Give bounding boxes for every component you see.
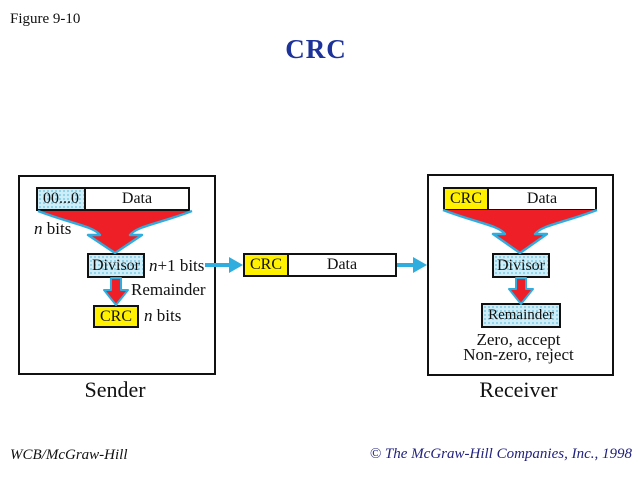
receiver-divisor-box: Divisor [492, 253, 550, 278]
var-n: n [144, 306, 153, 325]
frame-crc-cell: CRC [245, 255, 289, 275]
receiver-remainder-box: Remainder [481, 303, 561, 328]
n-plus-1-rest: +1 bits [157, 256, 205, 275]
footer-copyright: © The McGraw-Hill Companies, Inc., 1998 [369, 446, 632, 462]
sender-n-bits-label: n bits [34, 219, 72, 239]
var-n: n [34, 219, 43, 238]
receiver-bitstring-box: CRC Data [443, 187, 597, 211]
n-bits-rest: bits [152, 306, 182, 325]
frame-data-cell: Data [289, 255, 395, 275]
sender-crc-box: CRC [93, 305, 139, 328]
receiver-data-cell: Data [489, 189, 595, 209]
sender-crc-n-bits-label: n bits [144, 306, 182, 326]
var-n: n [149, 256, 158, 275]
frame-box: CRC Data [243, 253, 397, 277]
sender-n-plus-1-bits-label: n+1 bits [149, 256, 205, 276]
zero-accept-label: Zero, accept [476, 330, 561, 349]
receiver-crc-cell: CRC [445, 189, 489, 209]
n-bits-rest: bits [42, 219, 72, 238]
sender-bitstring-box: 00...0 Data [36, 187, 190, 211]
page-title: CRC [285, 34, 347, 64]
sender-data-cell: Data [86, 189, 188, 209]
frame-to-receiver-arrow [397, 257, 427, 273]
sender-remainder-label: Remainder [131, 280, 206, 299]
sender-pad-cell: 00...0 [38, 189, 86, 209]
nonzero-reject-label: Non-zero, reject [463, 345, 574, 364]
sender-divisor-box: Divisor [87, 253, 145, 278]
footer-publisher: WCB/McGraw-Hill [10, 447, 128, 463]
figure-label: Figure 9-10 [10, 11, 81, 27]
receiver-label: Receiver [479, 377, 558, 402]
sender-label: Sender [84, 377, 146, 402]
